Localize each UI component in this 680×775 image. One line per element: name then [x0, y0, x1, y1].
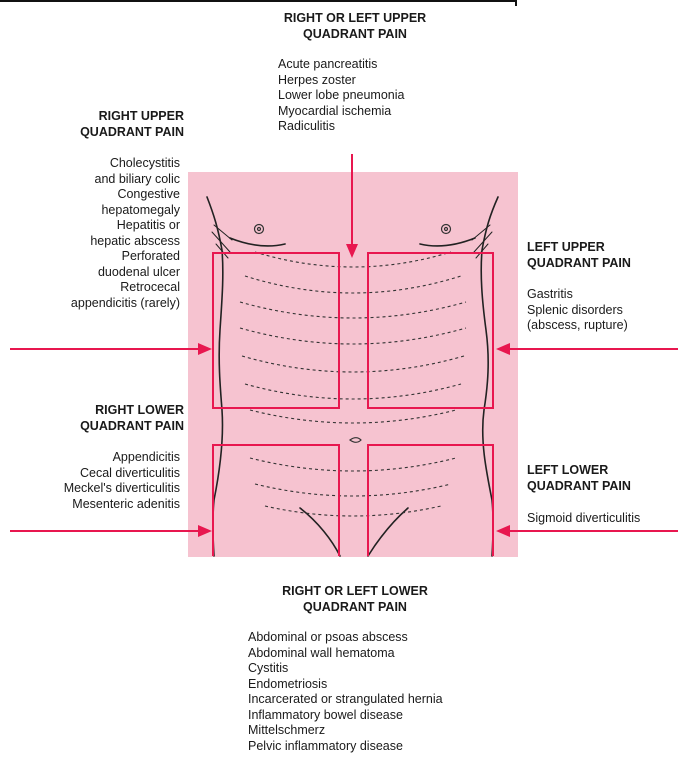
- heading-line: RIGHT UPPER: [20, 109, 184, 125]
- contour-line: [250, 458, 456, 471]
- upper-arrow-head: [346, 244, 358, 258]
- heading-line: RIGHT OR LEFT LOWER: [245, 584, 465, 600]
- list-item: Meckel's diverticulitis: [0, 481, 180, 497]
- list-item: Incarcerated or strangulated hernia: [248, 692, 548, 708]
- list-item: and biliary colic: [0, 172, 180, 188]
- list-item: Inflammatory bowel disease: [248, 708, 548, 724]
- left-upper-list: Gastritis Splenic disorders (abscess, ru…: [527, 287, 677, 334]
- left-upper-quadrant-box: [368, 253, 493, 408]
- left-nipple: [255, 225, 264, 234]
- contour-line: [240, 302, 466, 318]
- list-item: Herpes zoster: [278, 73, 498, 89]
- contour-line: [250, 410, 456, 423]
- heading-line: RIGHT OR LEFT UPPER: [245, 11, 465, 27]
- left-lower-list: Sigmoid diverticulitis: [527, 511, 679, 527]
- left-lower-arrow-head: [496, 525, 510, 537]
- heading-line: QUADRANT PAIN: [245, 27, 465, 43]
- contour-line: [242, 356, 464, 372]
- heading-line: LEFT LOWER: [527, 463, 677, 479]
- right-nipple: [442, 225, 451, 234]
- contour-line: [255, 484, 451, 496]
- list-item: Splenic disorders: [527, 303, 677, 319]
- right-upper-list: Cholecystitis and biliary colic Congesti…: [0, 156, 180, 311]
- left-lower-quadrant-box: [368, 445, 493, 556]
- list-item: hepatic abscess: [0, 234, 180, 250]
- right-upper-arrow-head: [198, 343, 212, 355]
- heading-line: QUADRANT PAIN: [527, 256, 677, 272]
- left-chest-curve: [230, 238, 285, 246]
- list-item: Abdominal or psoas abscess: [248, 630, 548, 646]
- list-item: Gastritis: [527, 287, 677, 303]
- list-item: Cystitis: [248, 661, 548, 677]
- list-item: Endometriosis: [248, 677, 548, 693]
- heading-line: QUADRANT PAIN: [527, 479, 677, 495]
- contour-line: [240, 328, 466, 344]
- left-upper-arrow-head: [496, 343, 510, 355]
- navel: [350, 438, 361, 443]
- torso-left-outline: [207, 197, 223, 556]
- heading-line: QUADRANT PAIN: [245, 600, 465, 616]
- left-upper-heading: LEFT UPPER QUADRANT PAIN: [527, 240, 677, 271]
- list-item: Lower lobe pneumonia: [278, 88, 498, 104]
- heading-line: QUADRANT PAIN: [20, 419, 184, 435]
- list-item: Radiculitis: [278, 119, 498, 135]
- list-item: Cholecystitis: [0, 156, 180, 172]
- right-lower-quadrant-box: [213, 445, 339, 556]
- right-lower-list: Appendicitis Cecal diverticulitis Meckel…: [0, 450, 180, 512]
- lower-both-heading: RIGHT OR LEFT LOWER QUADRANT PAIN: [245, 584, 465, 615]
- list-item: Mittelschmerz: [248, 723, 548, 739]
- list-item: Sigmoid diverticulitis: [527, 511, 679, 527]
- left-groin-line: [300, 508, 340, 556]
- list-item: hepatomegaly: [0, 203, 180, 219]
- contour-line: [265, 506, 441, 516]
- list-item: Hepatitis or: [0, 218, 180, 234]
- list-item: Mesenteric adenitis: [0, 497, 180, 513]
- upper-both-heading: RIGHT OR LEFT UPPER QUADRANT PAIN: [245, 11, 465, 42]
- heading-line: LEFT UPPER: [527, 240, 677, 256]
- list-item: Myocardial ischemia: [278, 104, 498, 120]
- torso-right-outline: [481, 197, 498, 556]
- list-item: Pelvic inflammatory disease: [248, 739, 548, 755]
- right-upper-quadrant-box: [213, 253, 339, 408]
- list-item: Retrocecal: [0, 280, 180, 296]
- right-upper-heading: RIGHT UPPER QUADRANT PAIN: [20, 109, 184, 140]
- list-item: duodenal ulcer: [0, 265, 180, 281]
- list-item: Cecal diverticulitis: [0, 466, 180, 482]
- contour-line: [245, 276, 461, 293]
- lower-both-list: Abdominal or psoas abscess Abdominal wal…: [248, 630, 548, 754]
- list-item: (abscess, rupture): [527, 318, 677, 334]
- left-lower-heading: LEFT LOWER QUADRANT PAIN: [527, 463, 677, 494]
- list-item: Appendicitis: [0, 450, 180, 466]
- contour-line: [245, 384, 461, 399]
- right-nipple-center: [445, 228, 448, 231]
- heading-line: RIGHT LOWER: [20, 403, 184, 419]
- list-item: Perforated: [0, 249, 180, 265]
- right-lower-heading: RIGHT LOWER QUADRANT PAIN: [20, 403, 184, 434]
- list-item: Congestive: [0, 187, 180, 203]
- right-chest-curve: [420, 238, 475, 246]
- right-lower-arrow-head: [198, 525, 212, 537]
- list-item: appendicitis (rarely): [0, 296, 180, 312]
- left-nipple-center: [258, 228, 261, 231]
- list-item: Acute pancreatitis: [278, 57, 498, 73]
- list-item: Abdominal wall hematoma: [248, 646, 548, 662]
- heading-line: QUADRANT PAIN: [20, 125, 184, 141]
- upper-both-list: Acute pancreatitis Herpes zoster Lower l…: [278, 57, 498, 135]
